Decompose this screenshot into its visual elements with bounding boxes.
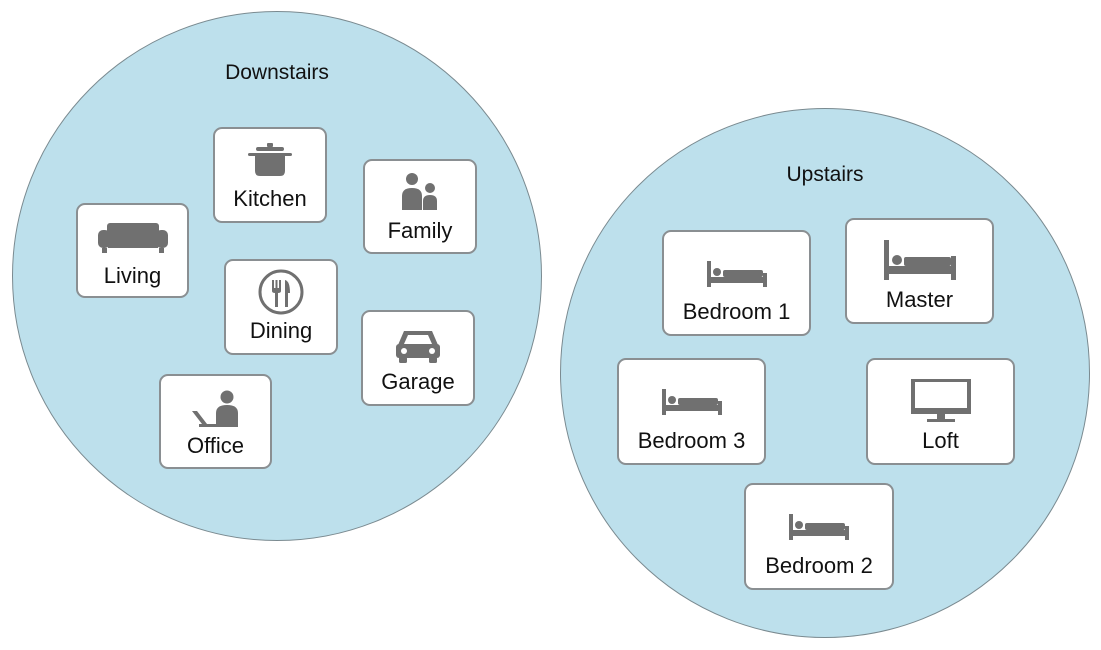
room-label: Garage bbox=[381, 369, 455, 394]
room-bedroom-3[interactable]: Bedroom 3 bbox=[617, 358, 766, 465]
room-label: Dining bbox=[249, 318, 313, 343]
room-office[interactable]: Office bbox=[159, 374, 272, 469]
fork-knife-plate-icon bbox=[255, 269, 307, 320]
room-label: Master bbox=[885, 287, 954, 312]
bed-icon bbox=[661, 387, 723, 422]
room-label: Kitchen bbox=[233, 186, 307, 211]
room-bedroom-1[interactable]: Bedroom 1 bbox=[662, 230, 811, 336]
downstairs-title: Downstairs bbox=[225, 61, 329, 84]
room-living[interactable]: Living bbox=[76, 203, 189, 298]
room-bedroom-2[interactable]: Bedroom 2 bbox=[744, 483, 894, 590]
sofa-icon bbox=[97, 221, 169, 260]
room-label: Office bbox=[186, 433, 245, 458]
upstairs-title: Upstairs bbox=[786, 163, 864, 186]
room-kitchen[interactable]: Kitchen bbox=[213, 127, 327, 223]
car-icon bbox=[394, 327, 442, 370]
bed-icon bbox=[706, 259, 768, 294]
person-laptop-icon bbox=[189, 389, 243, 436]
bed-icon bbox=[883, 238, 957, 287]
room-label: Loft bbox=[922, 428, 959, 453]
people-icon bbox=[398, 172, 442, 217]
bed-icon bbox=[788, 512, 850, 547]
room-loft[interactable]: Loft bbox=[866, 358, 1015, 465]
room-label: Bedroom 3 bbox=[637, 428, 746, 453]
room-garage[interactable]: Garage bbox=[361, 310, 475, 406]
monitor-icon bbox=[910, 378, 972, 429]
room-dining[interactable]: Dining bbox=[224, 259, 338, 355]
room-label: Bedroom 1 bbox=[682, 299, 791, 324]
room-label: Living bbox=[103, 263, 162, 288]
room-family[interactable]: Family bbox=[363, 159, 477, 254]
room-label: Family bbox=[387, 218, 453, 243]
cooking-pot-icon bbox=[246, 141, 294, 184]
room-master[interactable]: Master bbox=[845, 218, 994, 324]
room-label: Bedroom 2 bbox=[765, 553, 873, 578]
